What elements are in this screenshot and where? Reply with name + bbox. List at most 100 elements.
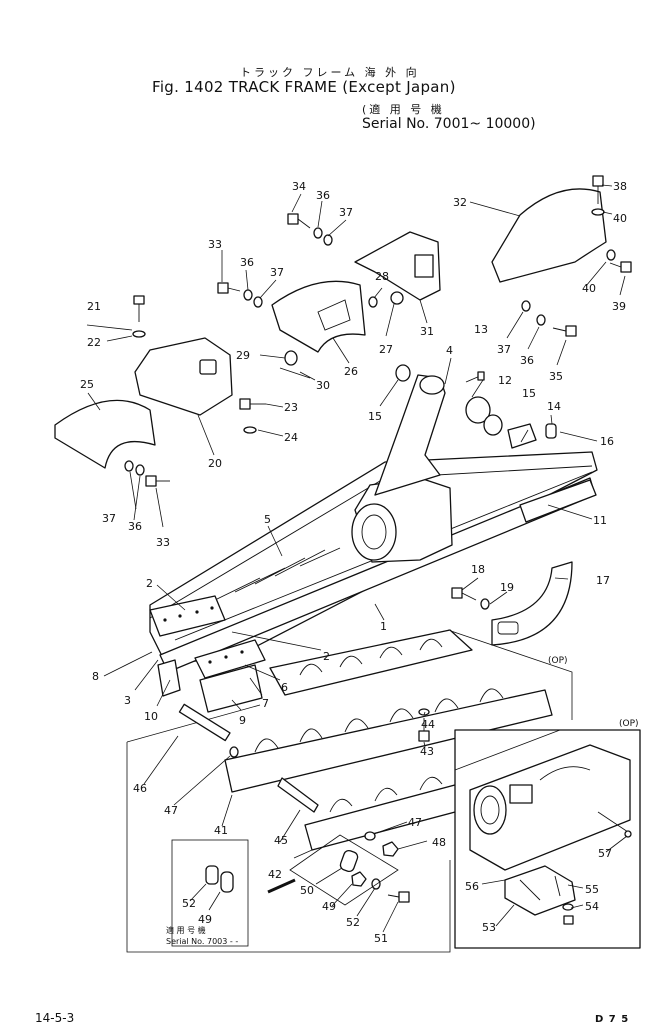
callout-38: 38 — [613, 180, 627, 193]
washer-55 — [562, 903, 574, 911]
callout-52: 52 — [346, 916, 360, 929]
callout-8: 8 — [92, 670, 99, 683]
callout-42: 42 — [268, 868, 282, 881]
callout-3: 3 — [124, 694, 131, 707]
callout-9: 9 — [239, 714, 246, 727]
callout-5: 5 — [264, 513, 271, 526]
callout-2-right: 2 — [323, 650, 330, 663]
cover-assembly — [54, 188, 607, 646]
callout-18: 18 — [471, 563, 485, 576]
callout-53: 53 — [482, 921, 496, 934]
washer-37-left — [124, 460, 134, 472]
washer-36-upper — [313, 227, 323, 239]
callout-36-right: 36 — [520, 354, 534, 367]
callout-12: 12 — [498, 374, 512, 387]
callout-21: 21 — [87, 300, 101, 313]
serial-range: Serial No. 7001~ 10000) — [362, 116, 536, 132]
washer-52 — [371, 878, 381, 890]
callout-49: 49 — [322, 900, 336, 913]
callout-28: 28 — [375, 270, 389, 283]
callout-35: 35 — [549, 370, 563, 383]
page-number: 14-5-3 — [35, 1011, 75, 1025]
callout-43: 43 — [420, 745, 434, 758]
washer-40-right — [606, 249, 616, 261]
bolt-21 — [133, 295, 145, 322]
figure-title: Fig. 1402 TRACK FRAME (Except Japan) — [152, 78, 456, 96]
clip-50 — [339, 849, 359, 873]
callout-54: 54 — [585, 900, 599, 913]
washer-37-top — [253, 296, 263, 308]
bolt-42 — [267, 878, 296, 894]
callout-52-inset: 52 — [182, 897, 196, 910]
callout-13: 13 — [474, 323, 488, 336]
model-code: D 7 5 — [595, 1014, 630, 1025]
washer-24 — [243, 426, 257, 434]
callout-22: 22 — [87, 336, 101, 349]
callout-25: 25 — [80, 378, 94, 391]
japanese-title: トラック フレーム 海 外 向 — [240, 66, 420, 79]
callout-16: 16 — [600, 435, 614, 448]
leader-lines — [86, 184, 628, 933]
callout-37-right: 37 — [497, 343, 511, 356]
option-tag-upper: (OP) — [548, 656, 568, 666]
fastener-set — [124, 175, 632, 610]
callout-34: 34 — [292, 180, 306, 193]
bolt-51 — [387, 891, 410, 903]
callout-37-bottom: 37 — [102, 512, 116, 525]
bolt-33-top — [217, 282, 241, 294]
callout-24: 24 — [284, 431, 298, 444]
callout-23: 23 — [284, 401, 298, 414]
track-frame-body — [149, 374, 598, 713]
callout-26: 26 — [344, 365, 358, 378]
bolt-18 — [451, 587, 477, 601]
japanese-serial-label: (適 用 号 機 — [362, 103, 445, 116]
washer-36-right — [536, 314, 546, 326]
callout-49-inset: 49 — [198, 913, 212, 926]
callout-32: 32 — [453, 196, 467, 209]
nut-48 — [382, 841, 399, 857]
callout-33-bottom: 33 — [156, 536, 170, 549]
callout-40-right: 40 — [582, 282, 596, 295]
washer-47-a — [229, 746, 239, 758]
callout-39: 39 — [612, 300, 626, 313]
callout-15-right: 15 — [522, 387, 536, 400]
callout-45: 45 — [274, 834, 288, 847]
callout-27: 27 — [379, 343, 393, 356]
callout-56: 56 — [465, 880, 479, 893]
washer-52-inset — [205, 865, 219, 885]
callout-14: 14 — [547, 400, 561, 413]
callout-36-upper: 36 — [316, 189, 330, 202]
callout-57: 57 — [598, 847, 612, 860]
callout-1: 1 — [380, 620, 387, 633]
callout-33-top: 33 — [208, 238, 222, 251]
inset-serial-note: Serial No. 7003 - - — [166, 937, 239, 946]
bolt-43 — [418, 718, 430, 742]
callout-41: 41 — [214, 824, 228, 837]
callout-20: 20 — [208, 457, 222, 470]
callout-6: 6 — [281, 681, 288, 694]
option-tag-detail: (OP) — [619, 719, 639, 729]
callout-17: 17 — [596, 574, 610, 587]
bolt-33-left — [145, 475, 170, 487]
washer-19 — [480, 598, 490, 610]
callout-51: 51 — [374, 932, 388, 945]
callout-4: 4 — [446, 344, 453, 357]
washer-37-upper — [323, 234, 333, 246]
callout-37-upper: 37 — [339, 206, 353, 219]
callout-44: 44 — [421, 718, 435, 731]
callout-50: 50 — [300, 884, 314, 897]
callout-46: 46 — [133, 782, 147, 795]
washer-40-top — [591, 208, 605, 216]
callout-31: 31 — [420, 325, 434, 338]
bolt-35 — [552, 325, 577, 337]
callout-15-left: 15 — [368, 410, 382, 423]
bolt-38 — [592, 175, 604, 204]
callout-37-top: 37 — [270, 266, 284, 279]
bolt-13 — [465, 371, 485, 383]
callout-48: 48 — [432, 836, 446, 849]
callout-55: 55 — [585, 883, 599, 896]
callout-47-left: 47 — [164, 804, 178, 817]
washer-36-left — [135, 464, 145, 476]
washer-22 — [132, 330, 146, 338]
